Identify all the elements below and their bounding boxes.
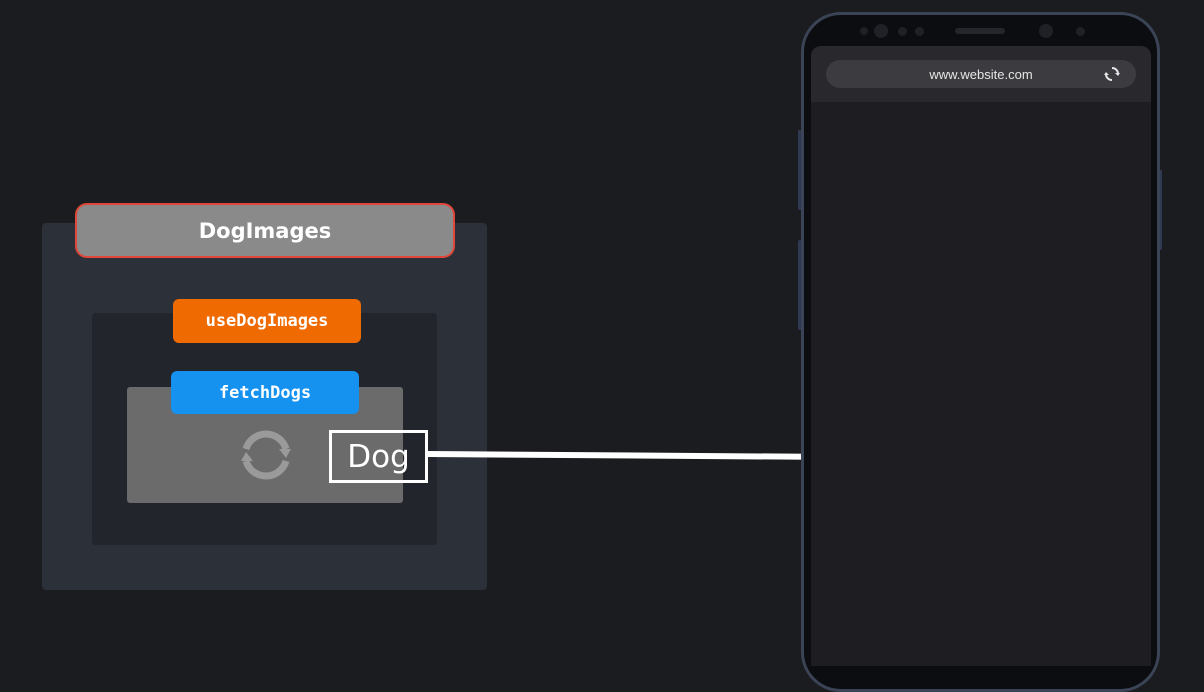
refresh-icon bbox=[239, 428, 293, 482]
phone-screen bbox=[811, 46, 1151, 666]
phone-power-button bbox=[1158, 170, 1162, 250]
phone-sensor bbox=[860, 27, 868, 35]
phone-speaker bbox=[955, 28, 1005, 34]
fetch-label: fetchDogs bbox=[171, 371, 359, 414]
phone-sensor bbox=[898, 27, 907, 36]
phone-volume-down-button bbox=[798, 240, 802, 330]
hook-label: useDogImages bbox=[173, 299, 361, 343]
url-field[interactable]: www.website.com bbox=[826, 60, 1136, 88]
phone-sensor bbox=[874, 24, 888, 38]
dog-result-box: Dog bbox=[329, 430, 428, 483]
reload-icon[interactable] bbox=[1103, 65, 1121, 83]
component-title: DogImages bbox=[75, 203, 455, 258]
phone-sensor bbox=[1076, 27, 1085, 36]
phone-volume-up-button bbox=[798, 130, 802, 210]
phone-sensor bbox=[915, 27, 924, 36]
phone-front-camera bbox=[1039, 24, 1053, 38]
